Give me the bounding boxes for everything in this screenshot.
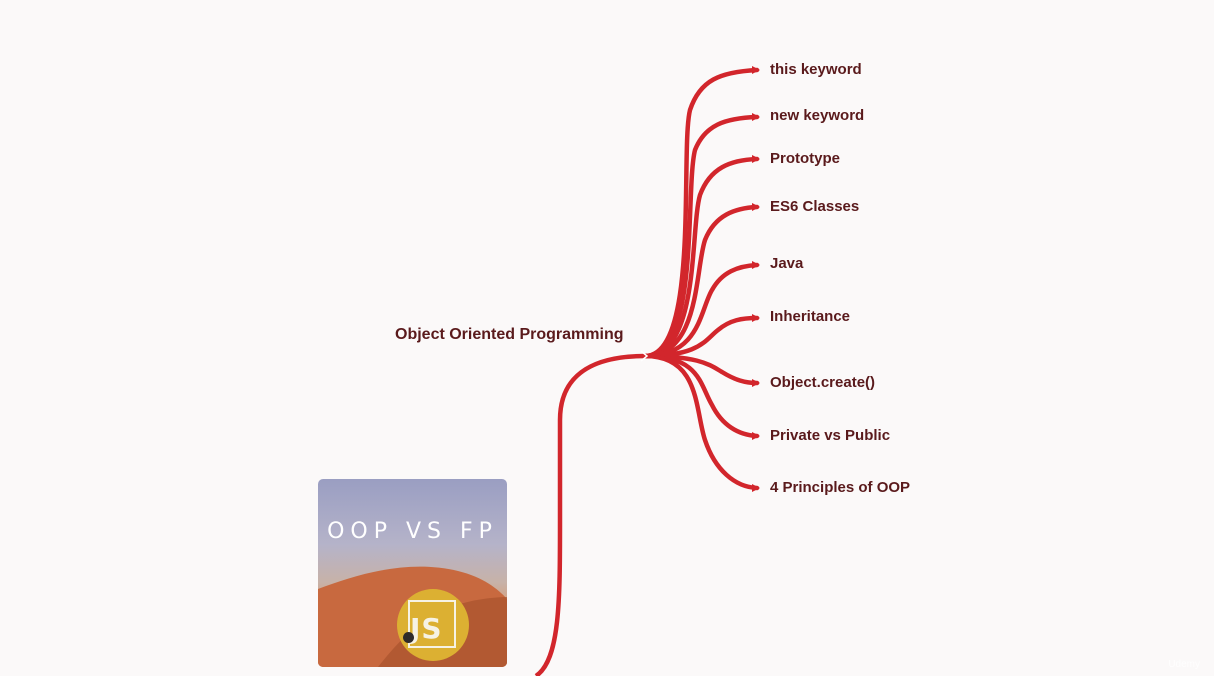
branch-line-es6-classes (642, 204, 760, 359)
branch-arrow-inheritance (752, 314, 760, 322)
js-logo-frame (408, 600, 456, 648)
js-logo-dot (403, 632, 414, 643)
topic-es6-classes[interactable]: ES6 Classes (770, 198, 860, 215)
branch-line-new-keyword (642, 114, 760, 359)
js-logo-text: JS (410, 612, 443, 645)
branch-line-object-create (642, 353, 760, 386)
topic-prototype[interactable]: Prototype (770, 150, 841, 167)
trunk-line (534, 353, 646, 676)
branch-arrow-private-vs-public (752, 432, 760, 440)
central-topic[interactable]: Object Oriented Programming (395, 326, 624, 343)
topic-object-create[interactable]: Object.create() (770, 374, 876, 391)
branch-arrow-new-keyword (752, 113, 760, 121)
branch-arrow-java (752, 261, 760, 269)
topic-new-keyword[interactable]: new keyword (770, 107, 865, 124)
branch-arrow-es6-classes (752, 203, 760, 211)
branch-line-private-vs-public (642, 353, 760, 439)
topic-private-vs-public[interactable]: Private vs Public (770, 427, 891, 444)
branch-arrow-four-principles (752, 484, 760, 492)
topic-inheritance[interactable]: Inheritance (770, 308, 851, 325)
udemy-watermark: Udemy (1168, 659, 1200, 670)
thumbnail-title: OOP VS FP (327, 519, 498, 544)
topic-java[interactable]: Java (770, 255, 804, 272)
central-node-chevron (640, 350, 649, 362)
branch-line-this-keyword (642, 67, 760, 359)
branch-arrow-this-keyword (752, 66, 760, 74)
branch-line-java (642, 262, 760, 359)
topic-four-principles[interactable]: 4 Principles of OOP (770, 479, 911, 496)
branch-arrow-object-create (752, 379, 760, 387)
branch-line-prototype (642, 156, 760, 359)
js-logo-icon: JS (397, 589, 469, 661)
course-thumbnail-image[interactable]: OOP VS FP JS (318, 479, 507, 667)
branch-arrow-prototype (752, 155, 760, 163)
branch-line-inheritance (642, 315, 760, 359)
topic-this-keyword[interactable]: this keyword (770, 61, 862, 78)
branch-line-four-principles (642, 353, 760, 491)
